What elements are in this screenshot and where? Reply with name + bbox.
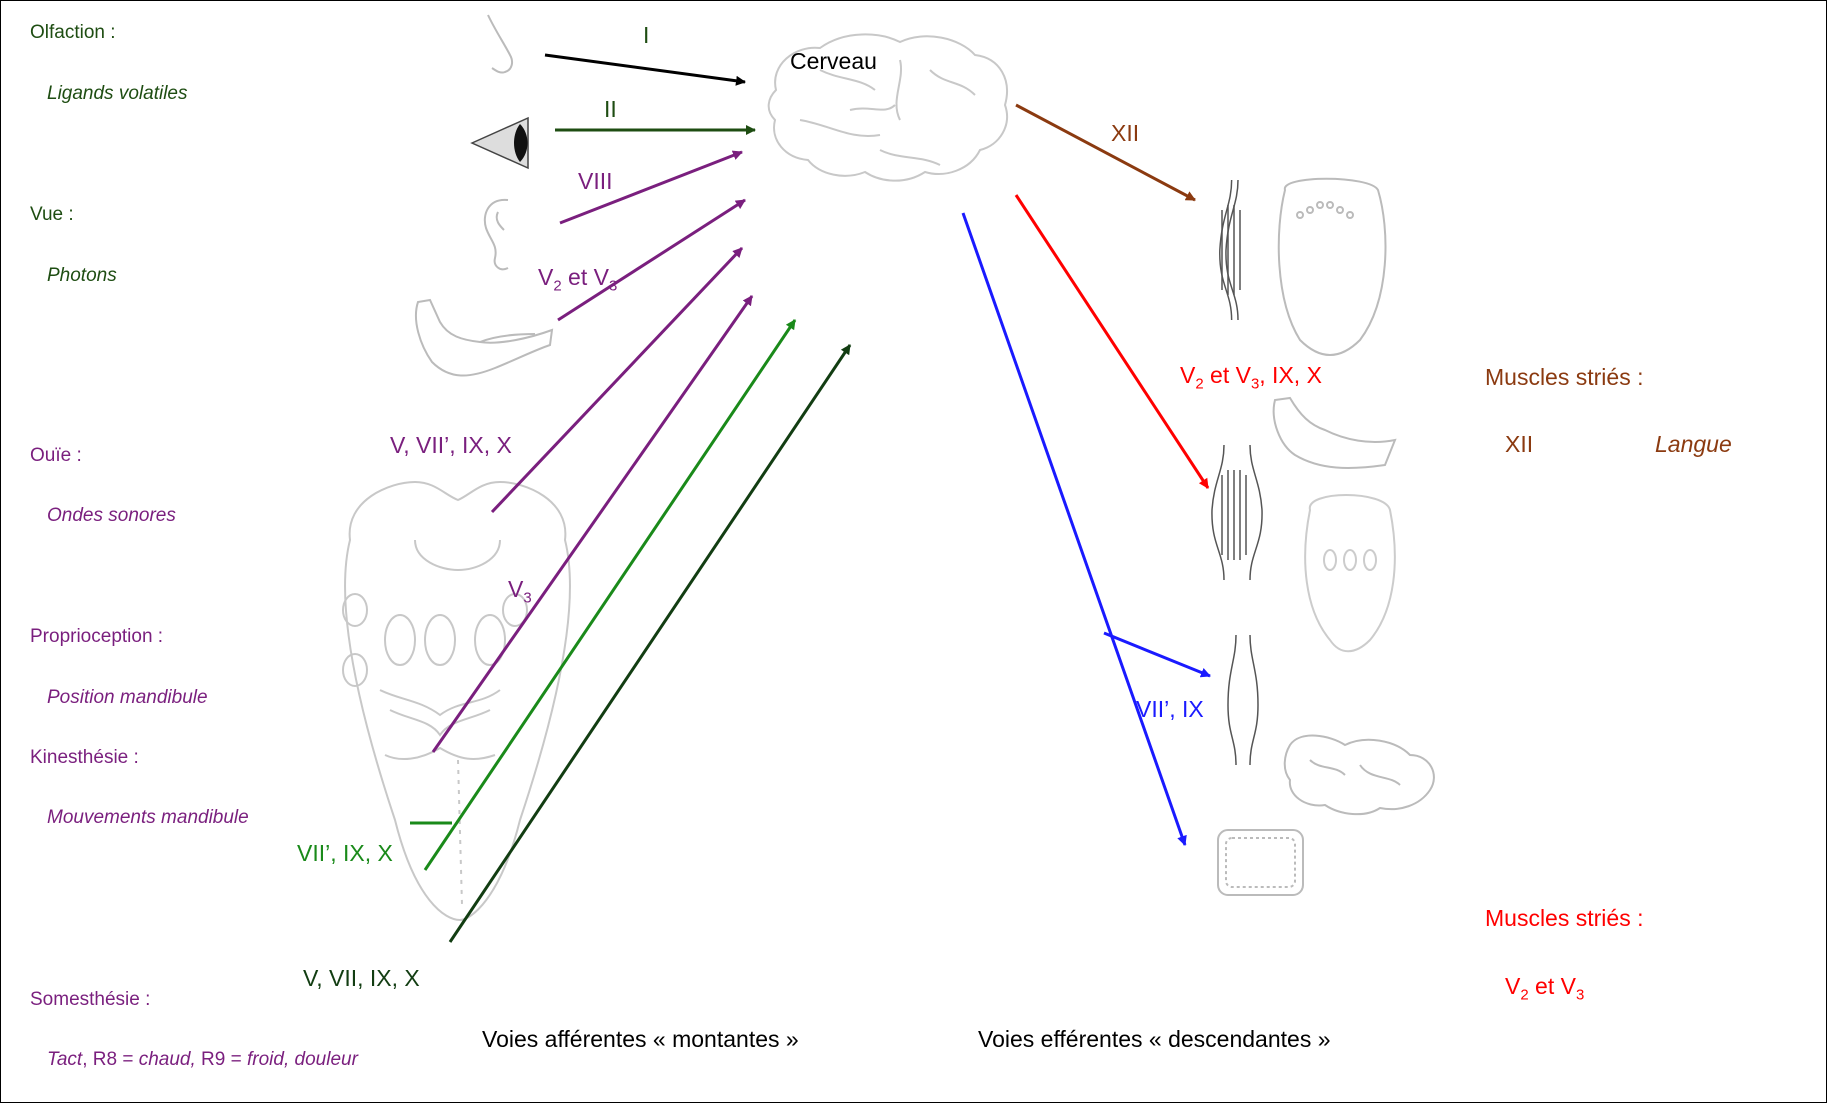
tongue-icon-small bbox=[1304, 494, 1396, 653]
mandible-icon-right bbox=[1272, 396, 1397, 469]
muscles-target-1: Langue bbox=[1655, 431, 1732, 457]
brain-icon bbox=[767, 33, 1008, 182]
footer-afferent: Voies afférentes « montantes » bbox=[482, 1026, 799, 1052]
brain-label: Cerveau bbox=[790, 48, 877, 74]
nerve-label-v3: V3 bbox=[508, 576, 532, 607]
arrow-general bbox=[448, 344, 852, 943]
sense-proprioception-stimulus: Position mandibule bbox=[47, 687, 208, 708]
nerve-label-glands: VII’, IX bbox=[1136, 696, 1204, 722]
ear-icon bbox=[483, 198, 509, 271]
membrane-icon bbox=[1217, 829, 1304, 896]
muscles-label-2: Muscles striés : bbox=[1485, 905, 1644, 931]
tongue-icon-top bbox=[1277, 177, 1387, 356]
arrow-olfaction bbox=[544, 53, 746, 86]
arrow-glands-main bbox=[961, 212, 1187, 846]
afferent-arrows bbox=[410, 53, 852, 943]
arrow-tongue-general bbox=[490, 246, 744, 514]
sense-olfaction-label: Olfaction : bbox=[30, 22, 116, 43]
nerve-label-xii: XII bbox=[1111, 120, 1140, 146]
sense-somesthesia-label: Somesthésie : bbox=[30, 989, 151, 1010]
nerve-label-general: V, VII, IX, X bbox=[303, 965, 420, 991]
salivary-gland-icon bbox=[1283, 734, 1435, 816]
sense-kinesthesia-stimulus: Mouvements mandibule bbox=[47, 807, 249, 828]
nerve-label-vision: II bbox=[604, 96, 617, 122]
tongue-illustration-left bbox=[342, 480, 571, 922]
sense-vision-stimulus: Photons bbox=[47, 265, 117, 286]
efferent-arrows bbox=[961, 103, 1211, 846]
muscle-icon-1 bbox=[1219, 179, 1241, 321]
arrow-hearing bbox=[559, 150, 743, 225]
arrow-v3 bbox=[431, 295, 754, 753]
muscles-nerve-1: XII bbox=[1505, 431, 1534, 457]
nose-icon bbox=[487, 14, 514, 74]
nerve-label-olfaction: I bbox=[643, 22, 650, 48]
sense-olfaction-stimulus: Ligands volatiles bbox=[47, 83, 188, 104]
arrow-jaw bbox=[1014, 194, 1210, 489]
nerve-label-taste: VII’, IX, X bbox=[297, 840, 393, 866]
sense-hearing-label: Ouïe : bbox=[30, 445, 82, 466]
nerve-label-mandible: V2 et V3 bbox=[538, 264, 618, 295]
arrow-taste bbox=[423, 319, 797, 871]
nerve-label-hearing: VIII bbox=[578, 168, 613, 194]
muscle-icon-2 bbox=[1211, 444, 1263, 581]
sense-proprioception-label: Proprioception : bbox=[30, 626, 164, 647]
sense-somesthesia-stimulus: Tact, R8 = chaud, R9 = froid, douleur bbox=[47, 1049, 358, 1070]
arrow-xii bbox=[1015, 103, 1196, 202]
arrow-mandible bbox=[557, 198, 746, 322]
footer-efferent: Voies efférentes « descendantes » bbox=[978, 1026, 1331, 1052]
muscles-nerve-2: V2 et V3 bbox=[1505, 973, 1585, 1004]
sense-kinesthesia-label: Kinesthésie : bbox=[30, 747, 139, 768]
muscles-label-1: Muscles striés : bbox=[1485, 364, 1644, 390]
nerve-label-tongue-general: V, VII’, IX, X bbox=[390, 432, 512, 458]
arrow-glands-branch bbox=[1103, 631, 1211, 678]
muscle-icon-3 bbox=[1227, 634, 1259, 766]
sense-hearing-stimulus: Ondes sonores bbox=[47, 505, 176, 526]
mandible-icon bbox=[414, 298, 554, 377]
nerve-label-jaw: V2 et V3, IX, X bbox=[1180, 362, 1322, 393]
eye-icon bbox=[470, 116, 529, 170]
sense-vision-label: Vue : bbox=[30, 204, 74, 225]
